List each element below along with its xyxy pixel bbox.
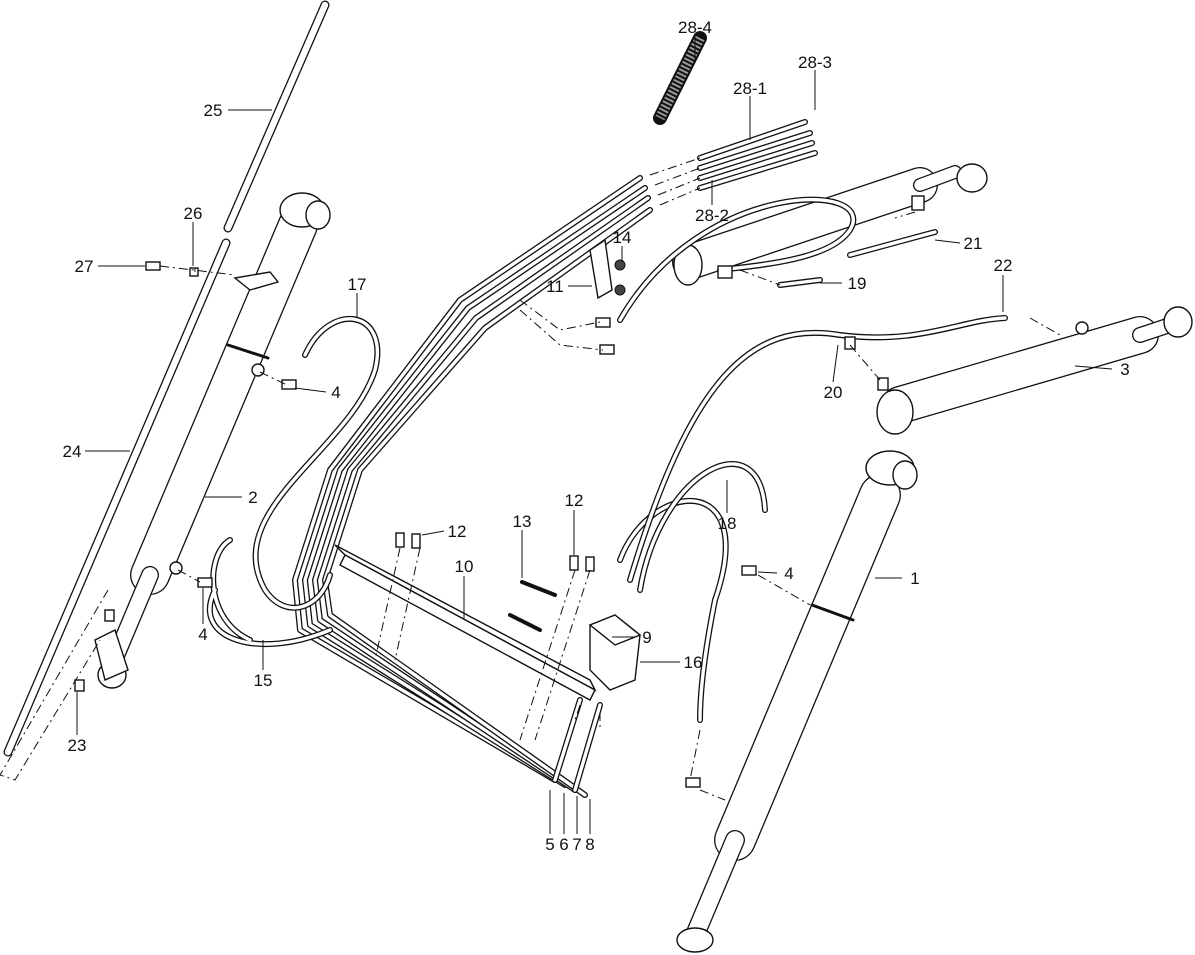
label-21: 21 bbox=[964, 234, 983, 253]
label-13: 13 bbox=[513, 512, 532, 531]
tube-fill bbox=[698, 141, 814, 180]
bracket-10 bbox=[334, 544, 597, 701]
tube-fill bbox=[698, 120, 807, 160]
leader-lines bbox=[76, 36, 1113, 834]
hose-bundle bbox=[292, 175, 653, 798]
tube-fill bbox=[553, 698, 582, 782]
assembly-lines bbox=[0, 157, 1061, 801]
label-28-3: 28-3 bbox=[798, 53, 832, 72]
label-15: 15 bbox=[254, 671, 273, 690]
valve-block-9 bbox=[588, 614, 642, 691]
cylinder-1 bbox=[676, 450, 918, 953]
label-23: 23 bbox=[68, 736, 87, 755]
bolt-13 bbox=[508, 580, 557, 632]
cylinder-3 bbox=[876, 306, 1193, 435]
label-18: 18 bbox=[718, 514, 737, 533]
label-5: 5 bbox=[545, 835, 554, 854]
tube-fill bbox=[778, 278, 822, 287]
tube-fill bbox=[573, 703, 602, 792]
label-14: 14 bbox=[613, 228, 632, 247]
label-22: 22 bbox=[994, 256, 1013, 275]
hoses-28-1 bbox=[697, 119, 818, 191]
tube-fill bbox=[208, 538, 332, 646]
tube-fill bbox=[673, 168, 937, 279]
tube-fill bbox=[638, 462, 767, 592]
label-12-right: 12 bbox=[565, 491, 584, 510]
label-1: 1 bbox=[910, 569, 919, 588]
tube-fill bbox=[618, 198, 855, 322]
plate-11 bbox=[589, 238, 613, 300]
tube-fill bbox=[618, 499, 728, 722]
tube-fill bbox=[4, 239, 230, 756]
tube-fill bbox=[323, 208, 652, 797]
tube-fill bbox=[698, 131, 812, 170]
hose-long bbox=[627, 315, 1008, 583]
label-4-right: 4 bbox=[784, 564, 793, 583]
tube-fill bbox=[715, 475, 900, 860]
label-10: 10 bbox=[455, 557, 474, 576]
fittings bbox=[74, 195, 925, 788]
tube-fill bbox=[131, 206, 317, 594]
label-3: 3 bbox=[1120, 360, 1129, 379]
label-4-left: 4 bbox=[198, 625, 207, 644]
label-2: 2 bbox=[248, 488, 257, 507]
label-16: 16 bbox=[684, 653, 703, 672]
label-20: 20 bbox=[824, 383, 843, 402]
label-25: 25 bbox=[204, 101, 223, 120]
cylinder-2 bbox=[94, 192, 331, 689]
bolts-12 bbox=[395, 532, 595, 572]
label-27: 27 bbox=[75, 257, 94, 276]
tube-fill bbox=[882, 317, 1158, 423]
label-7: 7 bbox=[572, 835, 581, 854]
tube-fill bbox=[293, 176, 642, 782]
label-17: 17 bbox=[348, 275, 367, 294]
label-28-2: 28-2 bbox=[695, 206, 729, 225]
tube-fill bbox=[914, 166, 961, 191]
label-28-1: 28-1 bbox=[733, 79, 767, 98]
label-19: 19 bbox=[848, 274, 867, 293]
label-6: 6 bbox=[559, 835, 568, 854]
label-8: 8 bbox=[585, 835, 594, 854]
label-11: 11 bbox=[546, 277, 564, 296]
cylinder-upper bbox=[672, 163, 988, 286]
tube-fill bbox=[628, 316, 1007, 582]
label-4-upper: 4 bbox=[331, 383, 340, 402]
nut-14 bbox=[614, 259, 626, 271]
tube-fill bbox=[686, 831, 744, 944]
tube-fill bbox=[848, 230, 937, 257]
tube-fill bbox=[313, 196, 650, 792]
tube-fill bbox=[224, 1, 329, 232]
label-24: 24 bbox=[63, 442, 82, 461]
label-12-left: 12 bbox=[448, 522, 467, 541]
tube-fill bbox=[254, 317, 379, 610]
label-26: 26 bbox=[184, 204, 203, 223]
tube-fill bbox=[303, 186, 647, 787]
tube-fill bbox=[698, 151, 817, 190]
label-28-4: 28-4 bbox=[678, 18, 712, 37]
label-9: 9 bbox=[642, 628, 651, 647]
